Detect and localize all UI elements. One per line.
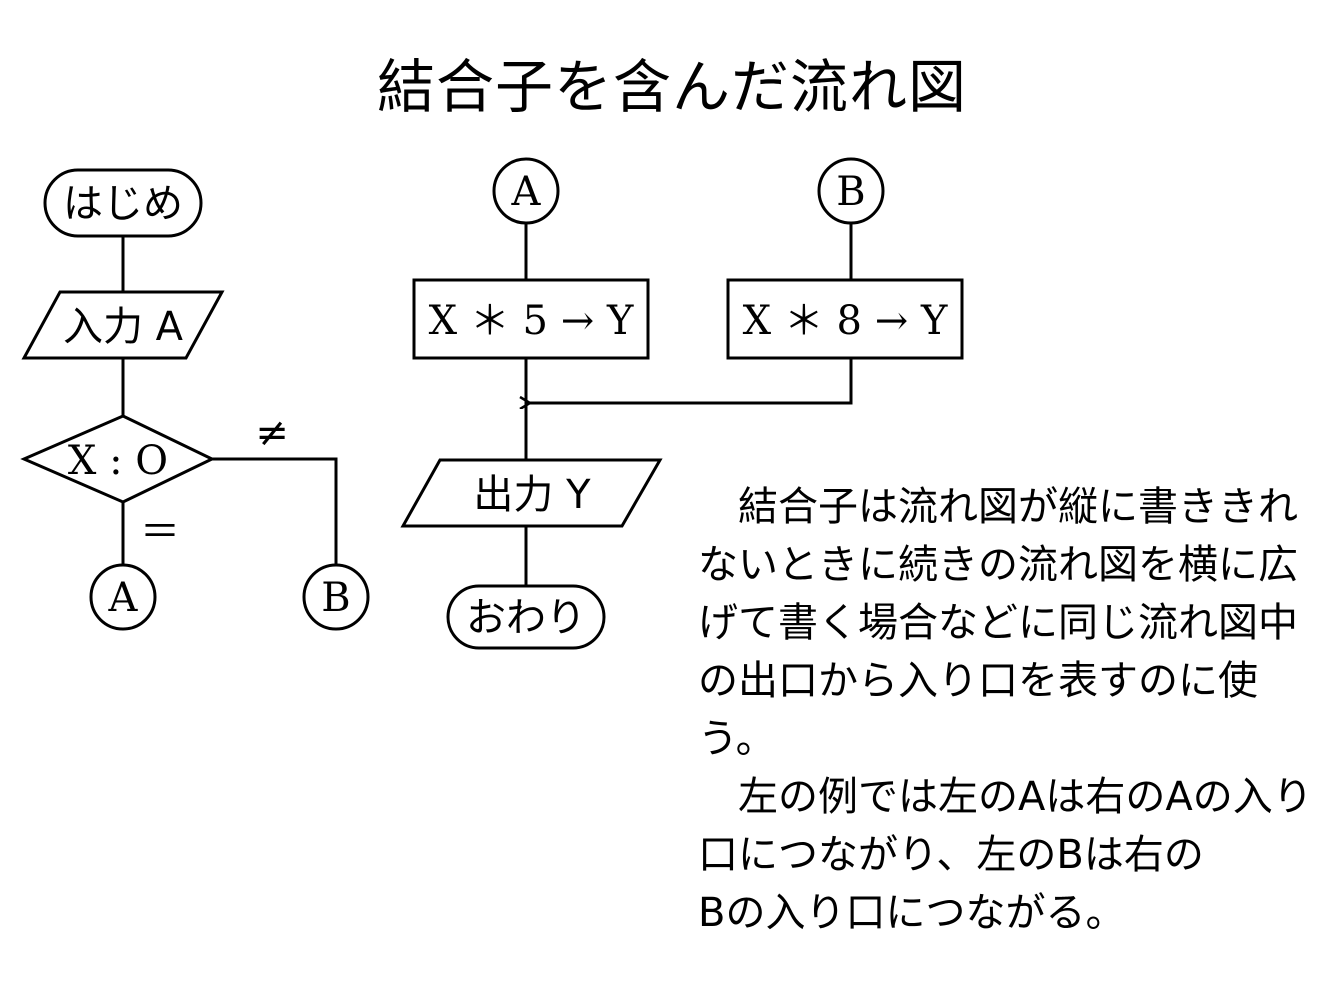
- page-title: 結合子を含んだ流れ図: [376, 53, 967, 121]
- description-text: 結合子は流れ図が縦に書ききれないときに続きの流れ図を横に広げて書く場合などに同じ…: [698, 478, 1318, 942]
- left-flowchart: はじめ 入力 A X : O ≠ ＝ A B: [20, 168, 370, 631]
- branch-equal-label: ＝: [140, 509, 180, 555]
- process-a: X ＊ 5 → Y: [412, 278, 650, 360]
- left-connector-a-shape: [89, 563, 157, 631]
- decision-node-shape: [20, 414, 216, 504]
- branch-not-equal-label: ≠: [255, 410, 289, 456]
- output-node: 出力 Y: [400, 458, 663, 528]
- right-connector-a-label: A: [511, 169, 542, 215]
- left-connector-b-shape: [302, 563, 370, 631]
- description-paragraph-1: 結合子は流れ図が縦に書ききれないときに続きの流れ図を横に広げて書く場合などに同じ…: [698, 484, 1298, 762]
- end-terminal-shape: [446, 584, 606, 650]
- left-connector-a: A: [89, 563, 157, 631]
- process-b-label: X ＊ 8 → Y: [743, 298, 948, 344]
- right-connector-b: B: [817, 157, 885, 225]
- process-a-label: X ＊ 5 → Y: [429, 298, 634, 344]
- left-connector-b: B: [302, 563, 370, 631]
- output-label: 出力 Y: [473, 472, 591, 518]
- process-b-shape: [726, 278, 964, 360]
- edge-decision-to-connector-b: [212, 457, 338, 566]
- process-a-shape: [412, 278, 650, 360]
- edge-process-b-merge: [530, 358, 853, 403]
- start-terminal-shape: [43, 168, 203, 238]
- end-terminal: おわり: [446, 584, 606, 650]
- decision-node: X : O: [20, 414, 216, 504]
- start-label: はじめ: [63, 181, 183, 227]
- process-b: X ＊ 8 → Y: [726, 278, 964, 360]
- input-node-shape: [21, 290, 225, 360]
- description-paragraph-2: 左の例では左のAは右のAの入り口につながり、左のBは右の Bの入り口につながる。: [698, 774, 1313, 936]
- output-node-shape: [400, 458, 663, 528]
- decision-label: X : O: [68, 438, 168, 484]
- right-flowchart: A B X ＊ 5 → Y X ＊ 8 → Y 出力 Y: [400, 157, 964, 650]
- right-connector-a: A: [492, 157, 560, 225]
- right-connector-b-label: B: [836, 169, 865, 215]
- start-terminal: はじめ: [43, 168, 203, 238]
- left-connector-a-label: A: [108, 575, 139, 621]
- left-connector-b-label: B: [321, 575, 350, 621]
- right-connector-a-shape: [492, 157, 560, 225]
- input-label: 入力 A: [63, 304, 184, 350]
- end-label: おわり: [466, 595, 586, 641]
- right-connector-b-shape: [817, 157, 885, 225]
- input-node: 入力 A: [21, 290, 225, 360]
